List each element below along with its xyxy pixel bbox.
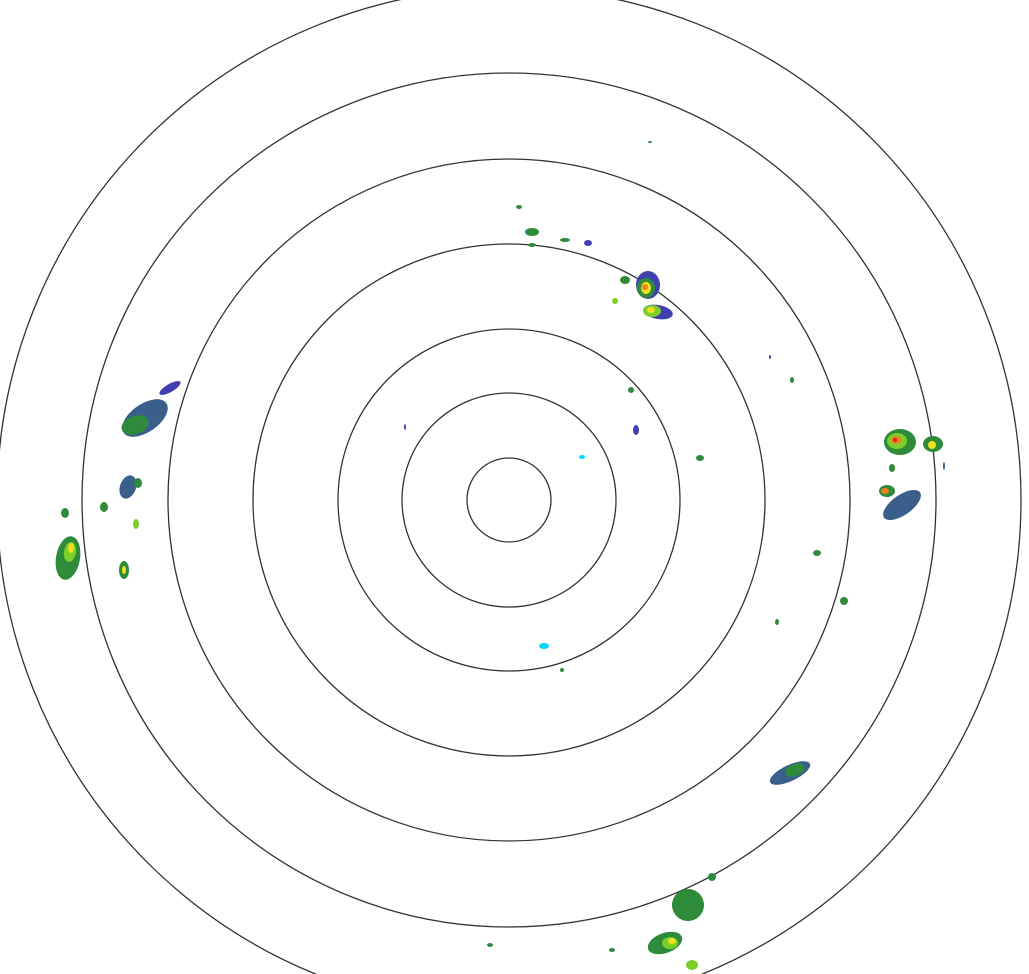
echo-light — [516, 205, 522, 209]
echo-weak — [883, 489, 921, 521]
echo-light — [620, 276, 630, 284]
echo-light — [708, 873, 716, 881]
echo-light — [487, 943, 493, 947]
echo-intense — [893, 438, 897, 442]
range-ring-6 — [81, 72, 937, 928]
echo-strong — [647, 307, 655, 313]
echo-clutter-cyan — [579, 455, 585, 459]
echo-clutter-blue — [769, 355, 771, 359]
echo-light — [609, 948, 615, 952]
echo-moderate — [612, 298, 618, 304]
echo-moderate — [686, 960, 698, 970]
echo-light — [560, 668, 564, 672]
echo-light — [775, 619, 779, 625]
echo-light — [61, 508, 69, 518]
echo-light — [672, 889, 704, 921]
echo-strong — [928, 441, 936, 449]
echo-weak — [943, 462, 945, 470]
range-ring-5 — [167, 158, 851, 842]
echo-light — [134, 478, 142, 488]
range-ring-3 — [337, 328, 681, 672]
echo-clutter-blue — [584, 240, 592, 246]
echo-light — [790, 377, 794, 383]
echo-strong — [122, 566, 126, 574]
echo-clutter-blue — [404, 424, 406, 430]
echo-light — [560, 238, 570, 242]
echo-clutter-blue — [633, 425, 639, 435]
echo-light — [628, 387, 634, 393]
precipitation-echoes — [55, 141, 945, 970]
echo-light — [696, 455, 704, 461]
echo-weak — [119, 475, 137, 499]
echo-light — [840, 597, 848, 605]
echo-clutter-cyan — [539, 643, 549, 649]
echo-light — [121, 415, 149, 435]
echo-strong — [68, 543, 74, 553]
range-ring-2 — [401, 392, 617, 608]
echo-moderate — [133, 519, 139, 529]
range-ring-4 — [252, 243, 766, 757]
echo-clutter-blue — [159, 381, 181, 395]
echo-light — [528, 243, 536, 247]
echo-heavy — [642, 284, 648, 290]
echo-light — [785, 763, 805, 777]
echo-light — [648, 141, 652, 143]
echo-light — [813, 550, 821, 556]
echo-light — [889, 464, 895, 472]
echo-light — [525, 228, 539, 236]
echo-heavy — [881, 488, 889, 494]
echo-light — [100, 502, 108, 512]
echo-strong — [668, 938, 676, 944]
range-ring-1 — [466, 457, 552, 543]
